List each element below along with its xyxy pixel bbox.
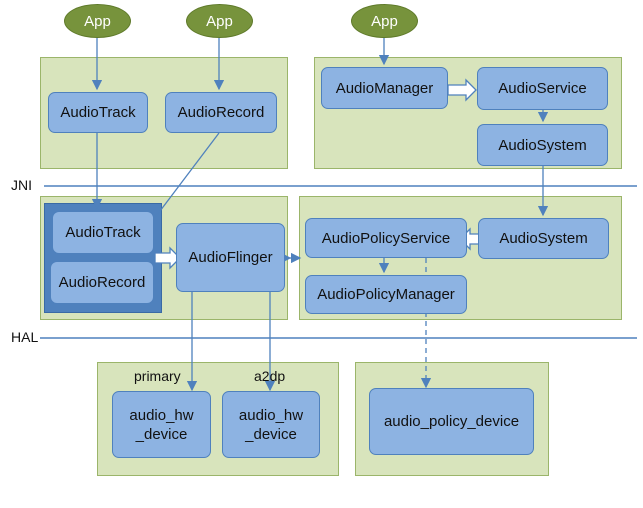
audioflinger: AudioFlinger bbox=[176, 223, 285, 292]
app-oval-3: App bbox=[351, 4, 418, 38]
native-audiorecord: AudioRecord bbox=[50, 261, 154, 304]
java-audiosystem: AudioSystem bbox=[477, 124, 608, 166]
app-oval-2: App bbox=[186, 4, 253, 38]
audio-hw-device-primary: audio_hw _device bbox=[112, 391, 211, 458]
java-audiotrack: AudioTrack bbox=[48, 92, 148, 133]
audiomanager: AudioManager bbox=[321, 67, 448, 109]
block-arrow-record-to-flinger bbox=[154, 246, 181, 270]
audio-hw-device-a2dp: audio_hw _device bbox=[222, 391, 320, 458]
block-arrow-manager-to-service bbox=[447, 78, 477, 102]
native-audiotrack: AudioTrack bbox=[52, 211, 154, 254]
audioservice: AudioService bbox=[477, 67, 608, 110]
app-oval-1: App bbox=[64, 4, 131, 38]
hal-label: HAL bbox=[11, 329, 39, 345]
java-audiorecord: AudioRecord bbox=[165, 92, 277, 133]
a2dp-label: a2dp bbox=[254, 368, 286, 384]
audiopolicyservice: AudioPolicyService bbox=[305, 218, 467, 258]
audio-policy-device: audio_policy_device bbox=[369, 388, 534, 455]
audiopolicymanager: AudioPolicyManager bbox=[305, 275, 467, 314]
primary-label: primary bbox=[134, 368, 181, 384]
native-audiosystem: AudioSystem bbox=[478, 218, 609, 259]
jni-label: JNI bbox=[11, 177, 32, 193]
